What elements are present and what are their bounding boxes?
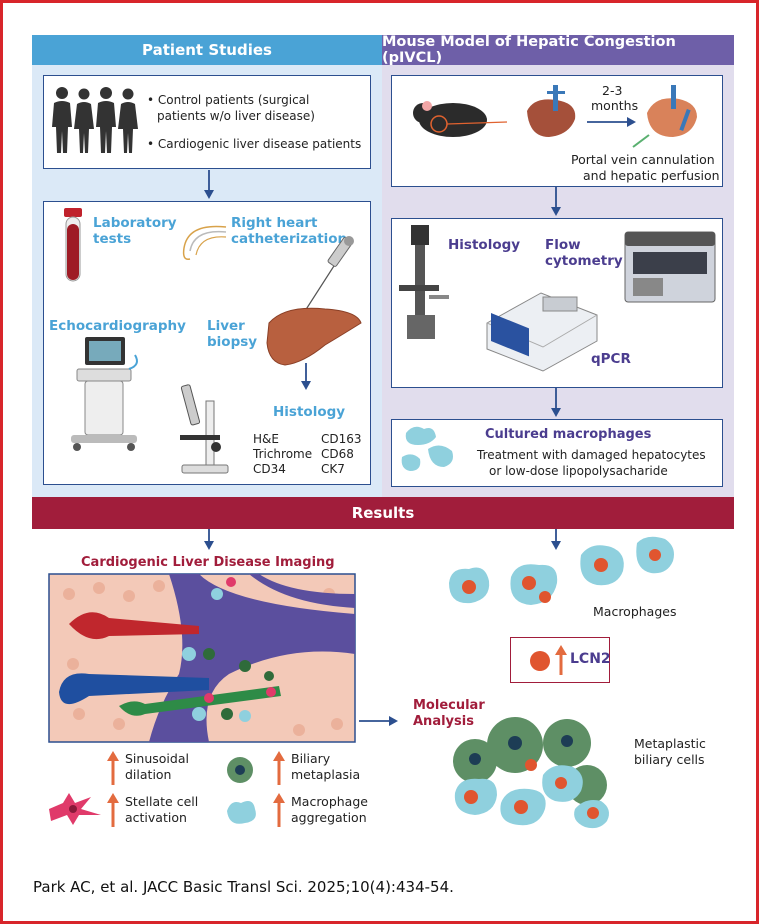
right-heart-line2: catheterization [231,231,348,247]
cannulation-line1: Portal vein cannulation [571,152,715,167]
metaplastic-line1: Metaplastic [634,736,706,751]
echocardiography-label: Echocardiography [49,318,186,334]
ultrasound-machine-icon [71,337,138,451]
stain-trichrome: Trichrome [253,447,313,461]
macrophages-illustration [449,536,674,605]
lcn2-cell-icon [530,651,550,671]
arrow-down-icon [301,363,311,390]
results-bar: Results [32,497,734,529]
cultured-macrophages-title: Cultured macrophages [485,427,652,442]
mouse-histology-label: Histology [448,237,521,253]
microscope-workstation-icon [399,225,449,339]
sinusoidal-line2: dilation [125,767,172,782]
qpcr-label: qPCR [591,351,631,367]
up-arrow-icon [107,793,119,827]
cultured-treatment-line2: or low-dose lipopolysacharide [489,464,668,478]
months-line2: months [591,98,639,113]
arrow-down-icon [204,170,214,199]
stain-cd68: CD68 [321,447,354,461]
macrophages-label: Macrophages [593,604,677,619]
stellate-cell-icon [49,793,101,825]
up-arrow-icon [107,751,119,785]
microscope-icon [180,384,229,474]
liver-biopsy-line2: biopsy [207,334,258,350]
people-silhouettes-icon [52,87,138,153]
up-arrow-icon [273,751,285,785]
arrow-down-icon [551,388,561,417]
up-arrow-icon [555,645,567,675]
stain-cd163: CD163 [321,432,362,446]
macrophage-line2: aggregation [291,810,367,825]
control-patients-line2: patients w/o liver disease) [157,109,315,123]
right-heart-line1: Right heart [231,215,318,231]
biliary-line1: Biliary [291,751,331,766]
months-line1: 2-3 [602,83,623,98]
histology-label: Histology [273,404,346,420]
arrow-right-icon [359,716,398,726]
cannulation-line2: and hepatic perfusion [583,168,720,183]
imaging-title: Cardiogenic Liver Disease Imaging [81,555,335,570]
metaplastic-line2: biliary cells [634,752,705,767]
liver-ivc-icon [527,85,576,137]
cultured-treatment-line1: Treatment with damaged hepatocytes [477,448,706,462]
liver-tissue-illustration [48,573,356,743]
catheter-icon [182,225,227,261]
flow-cytometry-line1: Flow [545,237,581,253]
results-title: Results [351,504,415,522]
biliary-cell-icon [227,757,253,783]
stain-he: H&E [253,432,279,446]
mouse-model-title: Mouse Model of Hepatic Congestion (pIVCL… [382,34,676,66]
metaplastic-cells-illustration [453,717,609,829]
arrow-down-icon [551,529,561,550]
perfused-liver-icon [632,85,697,148]
macrophage-cluster-icon [401,426,453,471]
arrow-down-icon [551,187,561,216]
citation: Park AC, et al. JACC Basic Transl Sci. 2… [33,878,454,896]
mouse-icon [413,101,508,137]
laboratory-tests-line1: Laboratory [93,215,177,231]
patient-studies-header: Patient Studies [32,35,382,65]
arrow-down-icon [204,529,214,550]
patient-studies-title: Patient Studies [142,41,272,59]
biopsy-needle-icon [304,236,354,312]
liver-biopsy-line1: Liver [207,318,245,334]
qpcr-machine-icon [486,292,598,372]
mouse-model-header: Mouse Model of Hepatic Congestion (pIVCL… [382,34,734,66]
macrophage-icon [227,801,256,824]
arrow-right-icon [587,117,636,127]
blood-tube-icon [64,208,82,282]
biliary-line2: metaplasia [291,767,361,782]
cardiogenic-patients: • Cardiogenic liver disease patients [147,137,362,151]
molecular-line1: Molecular [413,698,485,713]
macrophage-line1: Macrophage [291,794,368,809]
lcn2-label: LCN2 [570,651,611,667]
laboratory-tests-line2: tests [93,231,132,247]
control-patients-line1: • Control patients (surgical [147,93,310,107]
liver-icon [266,307,362,366]
flow-cytometry-line2: cytometry [545,253,623,269]
stellate-line1: Stellate cell [125,794,199,809]
stain-ck7: CK7 [321,462,345,476]
up-arrow-icon [273,793,285,827]
stain-cd34: CD34 [253,462,286,476]
sinusoidal-line1: Sinusoidal [125,751,189,766]
stellate-line2: activation [125,810,187,825]
molecular-line2: Analysis [413,714,474,729]
flow-cytometer-icon [624,231,716,303]
